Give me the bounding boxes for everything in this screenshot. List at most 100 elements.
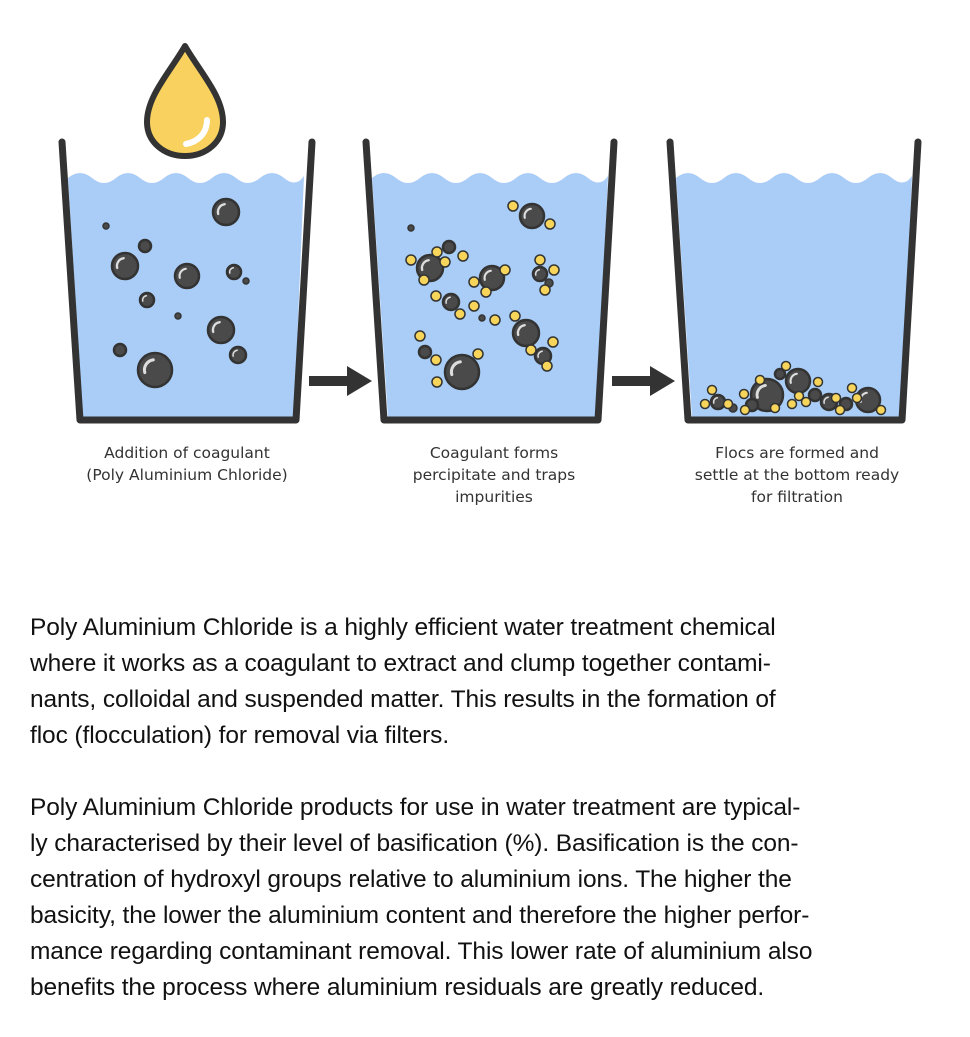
caption-line: Flocs are formed and [715, 444, 879, 462]
particle-highlight [178, 267, 187, 279]
beaker-1-outline [58, 138, 316, 424]
paragraph-line: floc (flocculation) for removal via filt… [30, 722, 450, 749]
impurity-particle [242, 277, 250, 285]
paragraph-line: basicity, the lower the aluminium conten… [30, 902, 810, 929]
beaker-1 [58, 138, 316, 424]
paragraph-intro: Poly Aluminium Chloride is a highly effi… [30, 610, 945, 754]
coagulant-bead [769, 402, 781, 414]
paragraph-line: centration of hydroxyl groups relative t… [30, 866, 792, 893]
coagulant-bead [548, 264, 560, 276]
coagulant-bead [472, 348, 484, 360]
particle-highlight [420, 259, 430, 272]
coagulant-bead [468, 300, 480, 312]
particle-highlight [537, 350, 543, 358]
coagulant-bead [544, 218, 556, 230]
paragraph-line: benefits the process where aluminium res… [30, 974, 765, 1001]
paragraph-line: Poly Aluminium Chloride products for use… [30, 794, 801, 821]
caption-line: impurities [455, 488, 533, 506]
impurity-particle [112, 342, 128, 358]
paragraph-basification: Poly Aluminium Chloride products for use… [30, 790, 945, 1006]
coagulant-bead [793, 390, 805, 402]
impurity-particle [417, 344, 433, 360]
paragraph-line: ly characterised by their level of basif… [30, 830, 799, 857]
coagulant-bead [812, 376, 824, 388]
beaker-2-particles [405, 200, 560, 391]
coagulant-bead [468, 276, 480, 288]
impurity-particle [174, 312, 182, 320]
particle-highlight [755, 383, 767, 399]
impurity-particle [807, 387, 823, 403]
coagulant-bead [699, 398, 711, 410]
impurity-particle [137, 238, 153, 254]
coagulant-bead [539, 284, 551, 296]
coagulant-bead [489, 314, 501, 326]
paragraph-line: where it works as a coagulant to extract… [30, 650, 771, 677]
coagulant-bead [722, 398, 734, 410]
coagulant-bead [541, 360, 553, 372]
coagulant-bead [430, 290, 442, 302]
coagulant-bead [431, 376, 443, 388]
coagulant-bead [525, 344, 537, 356]
coagulant-bead [738, 388, 750, 400]
coagulant-bead [405, 254, 417, 266]
coagulant-bead [706, 384, 718, 396]
particle-highlight [216, 203, 226, 216]
coagulant-bead [780, 360, 792, 372]
particle-highlight [534, 269, 541, 276]
particle-highlight [823, 396, 829, 404]
coagulant-bead [418, 274, 430, 286]
caption-line: Addition of coagulant [104, 444, 270, 462]
coagulant-bead [480, 286, 492, 298]
right-arrow-icon [309, 366, 372, 396]
stage-2-caption: Coagulant forms percipitate and traps im… [354, 442, 634, 508]
impurity-particle [478, 314, 486, 322]
particle-highlight [523, 207, 532, 219]
impurity-particle [441, 239, 457, 255]
coagulant-bead [499, 264, 511, 276]
beaker-3 [666, 138, 922, 424]
particle-highlight [789, 372, 798, 384]
paragraph-line: Poly Aluminium Chloride is a highly effi… [30, 614, 776, 641]
impurity-particle [773, 367, 787, 381]
right-arrow-icon [612, 366, 675, 396]
caption-line: Coagulant forms [429, 444, 559, 462]
coagulant-bead [534, 254, 546, 266]
particle-highlight [228, 267, 235, 274]
coagulant-bead [800, 396, 812, 408]
coagulant-bead [507, 200, 519, 212]
caption-line: percipitate and traps [412, 466, 576, 484]
coagulant-bead [454, 308, 466, 320]
coagulant-bead [846, 382, 858, 394]
coagulant-bead [754, 374, 766, 386]
beaker-2 [362, 138, 618, 424]
coagulant-bead [851, 392, 863, 404]
particle-highlight [449, 360, 462, 377]
particle-highlight [115, 257, 125, 270]
caption-line: (Poly Aluminium Chloride) [86, 466, 288, 484]
particle-highlight [516, 324, 526, 337]
coagulant-droplet-icon [144, 43, 226, 159]
impurity-particle [407, 224, 415, 232]
caption-line: settle at the bottom ready [694, 466, 900, 484]
coagulant-bead [509, 310, 521, 322]
paragraph-line: mance regarding contaminant removal. Thi… [30, 938, 813, 965]
coagulant-bead [431, 246, 443, 258]
coagulant-bead [875, 404, 887, 416]
coagulant-bead [786, 398, 798, 410]
particle-highlight [141, 295, 148, 302]
particle-highlight [483, 269, 492, 281]
coagulant-bead [439, 256, 451, 268]
particle-highlight [712, 397, 719, 404]
caption-line: for filtration [751, 488, 843, 506]
particle-highlight [445, 296, 451, 304]
coagulant-bead [414, 330, 426, 342]
coagulant-bead [830, 392, 842, 404]
beaker-3-particles [699, 360, 887, 416]
particle-highlight [142, 358, 155, 375]
particle-highlight [211, 321, 221, 334]
coagulation-diagram [58, 43, 922, 424]
beaker-3-water [676, 173, 912, 418]
coagulant-bead [547, 336, 559, 348]
stage-3-caption: Flocs are formed and settle at the botto… [657, 442, 937, 508]
beaker-3-outline [666, 138, 922, 424]
